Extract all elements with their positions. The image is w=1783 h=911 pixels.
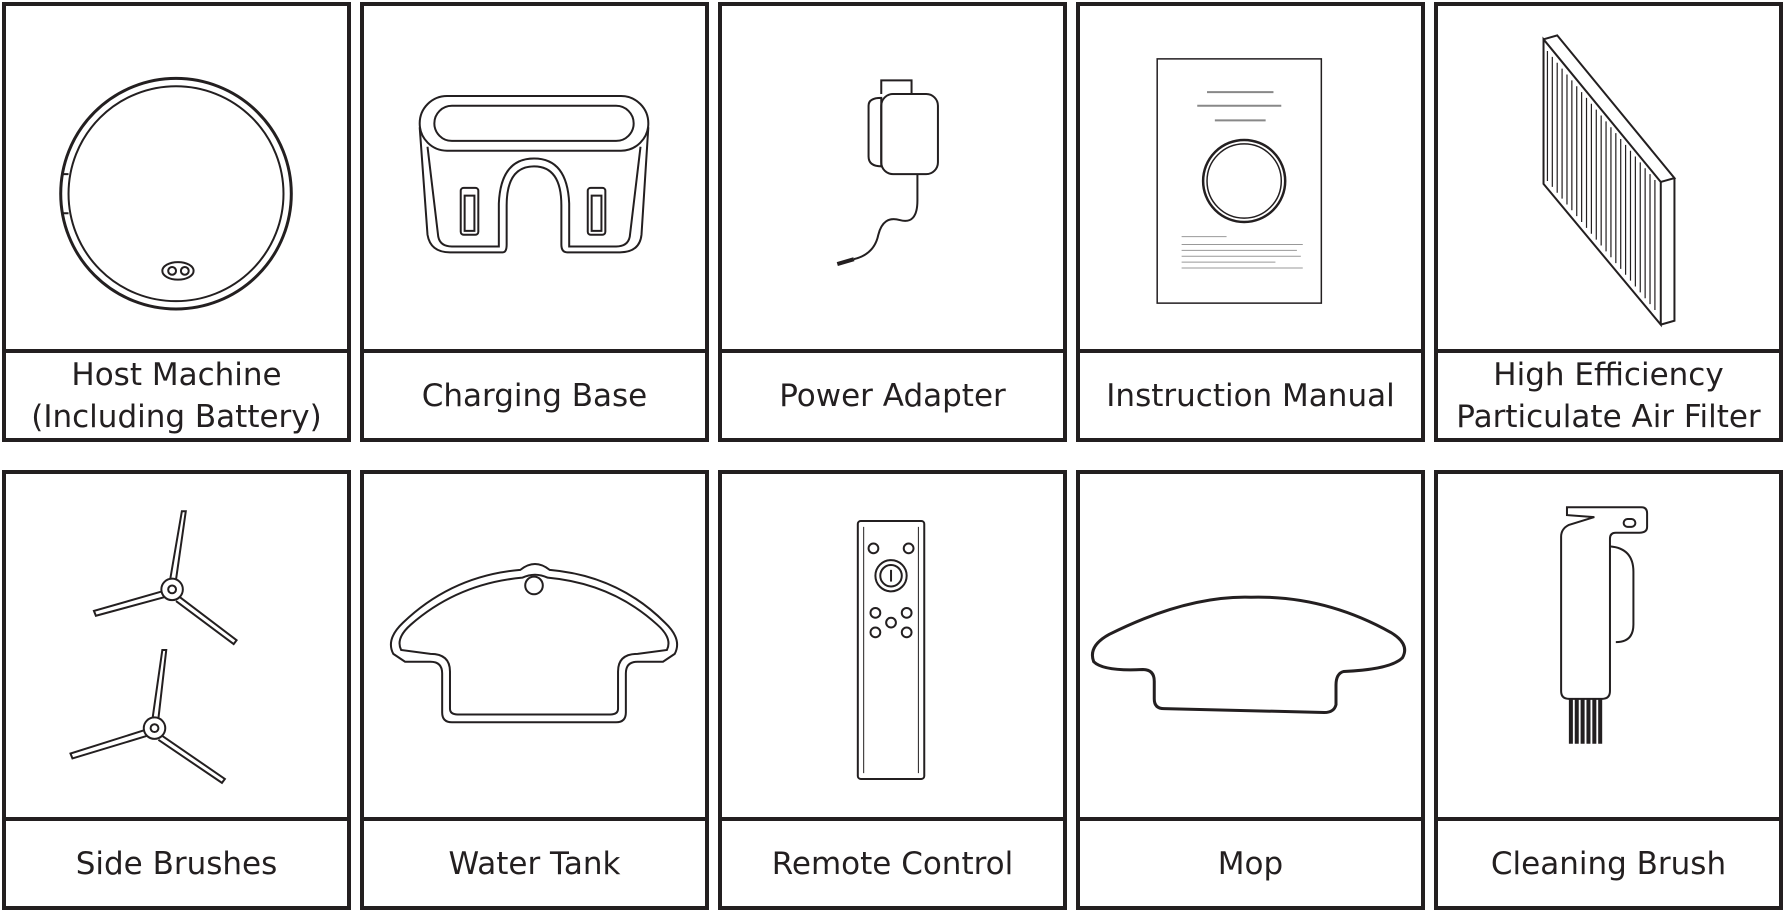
cleaning-brush-icon <box>1438 474 1779 823</box>
item-caption: Water Tank <box>364 817 705 906</box>
item-card-power-adapter: Power Adapter <box>718 2 1067 442</box>
item-caption: Power Adapter <box>722 349 1063 438</box>
item-caption: Cleaning Brush <box>1438 817 1779 906</box>
item-caption: Charging Base <box>364 349 705 438</box>
item-card-cleaning-brush: Cleaning Brush <box>1434 470 1783 910</box>
item-card-host-machine: Host Machine(Including Battery) <box>2 2 351 442</box>
item-card-water-tank: Water Tank <box>360 470 709 910</box>
item-caption: Instruction Manual <box>1080 349 1421 438</box>
item-caption: Host Machine(Including Battery) <box>6 349 347 438</box>
power-adapter-icon <box>722 6 1063 355</box>
item-caption: Mop <box>1080 817 1421 906</box>
remote-control-icon <box>722 474 1063 823</box>
item-caption: Remote Control <box>722 817 1063 906</box>
mop-icon <box>1080 474 1421 823</box>
instruction-manual-icon <box>1080 6 1421 355</box>
item-card-instruction-manual: Instruction Manual <box>1076 2 1425 442</box>
water-tank-icon <box>364 474 705 823</box>
item-card-side-brushes: Side Brushes <box>2 470 351 910</box>
item-card-charging-base: Charging Base <box>360 2 709 442</box>
item-caption: Side Brushes <box>6 817 347 906</box>
item-card-mop: Mop <box>1076 470 1425 910</box>
robot-vacuum-icon <box>6 6 347 355</box>
charging-base-icon <box>364 6 705 355</box>
hepa-filter-icon <box>1438 6 1779 355</box>
side-brushes-icon <box>6 474 347 823</box>
item-card-remote-control: Remote Control <box>718 470 1067 910</box>
